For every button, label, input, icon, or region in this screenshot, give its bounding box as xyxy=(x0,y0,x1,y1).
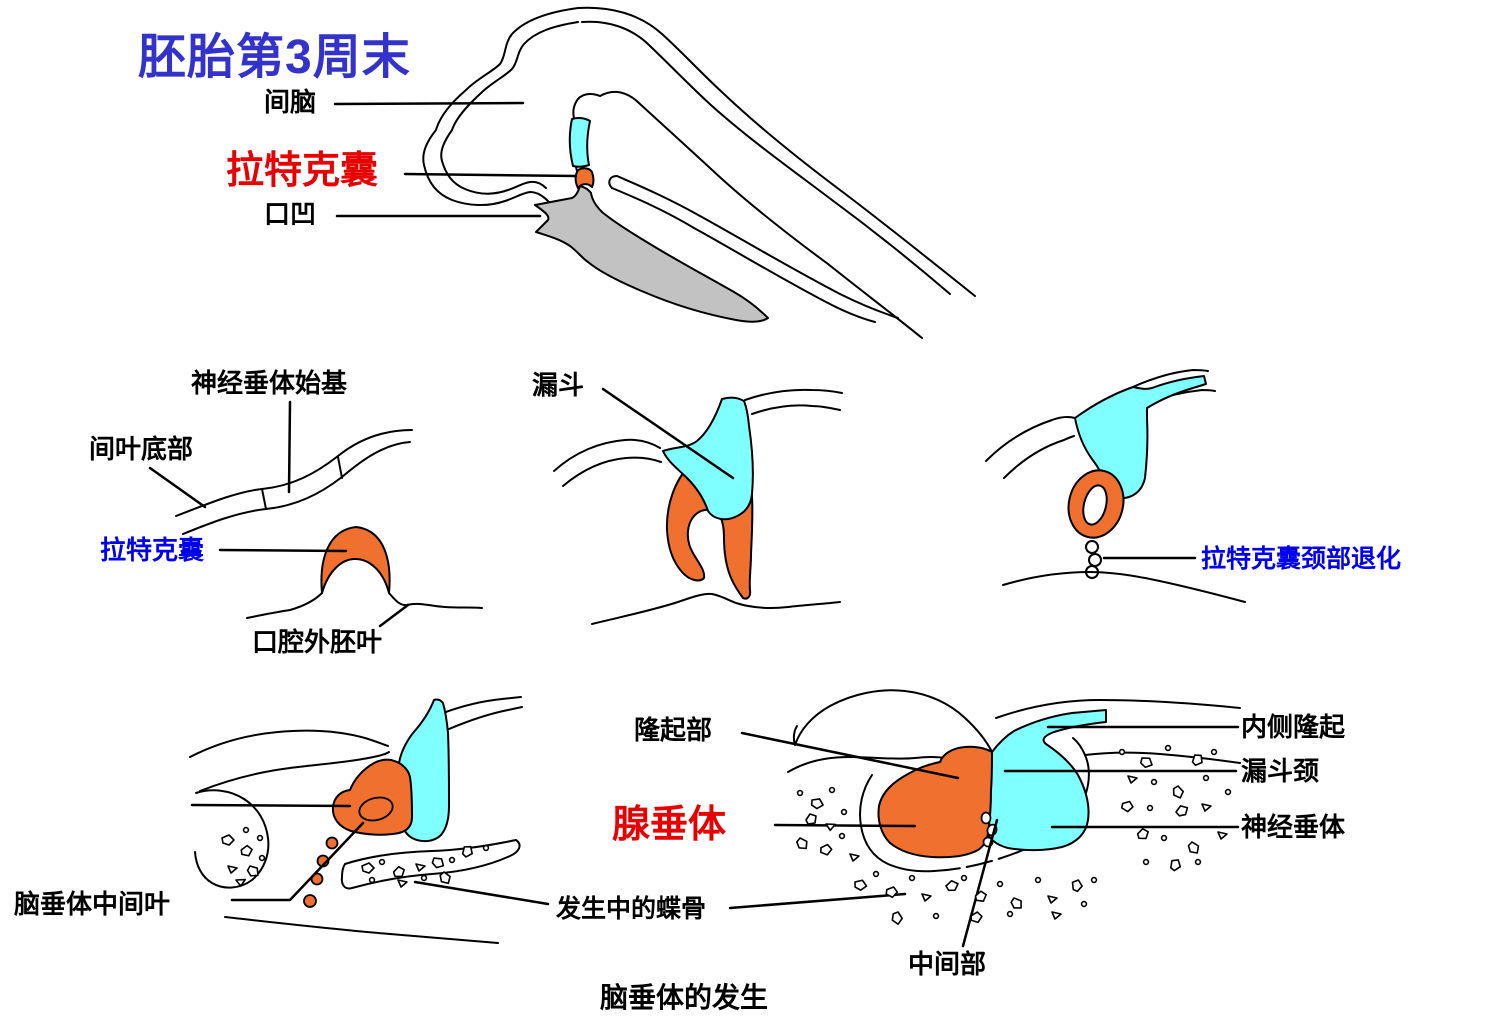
band-tick-2 xyxy=(337,456,343,479)
label-stomodeum: 口凹 xyxy=(264,199,317,229)
brain-wall-diagonal xyxy=(599,90,923,339)
leader-tuberal-part xyxy=(740,731,960,780)
curve-upper-left-2 xyxy=(562,456,662,487)
leader-rathke-pouch xyxy=(403,172,578,178)
figure-intermediate-lobe xyxy=(189,696,550,944)
label-infundibular-stalk: 漏斗颈 xyxy=(1241,756,1320,786)
stomodeum-shape xyxy=(534,185,769,323)
label-neurohypophysis-primordium: 神经垂体始基 xyxy=(191,368,348,398)
label-diencephalon: 间脑 xyxy=(264,87,317,117)
leader-neuro-primordium xyxy=(287,400,292,494)
brain-wall-line xyxy=(572,93,601,122)
label-infundibulum: 漏斗 xyxy=(532,370,585,400)
page-title: 胚胎第3周末 xyxy=(138,31,411,84)
leader-anterior-pointer xyxy=(190,803,352,808)
label-median-eminence: 内侧隆起 xyxy=(1241,712,1346,742)
head-outline-right-outer xyxy=(577,6,976,297)
neural-strip-shape xyxy=(568,116,591,168)
label-rathke-pouch-blue: 拉特克囊 xyxy=(100,535,205,565)
leader-diencephalon xyxy=(333,101,525,106)
stem-line-upper xyxy=(442,696,522,714)
figure6-leader-lines xyxy=(728,725,1240,948)
rathke-pouch-shape xyxy=(574,167,595,189)
infundibulum-shape xyxy=(662,396,754,521)
diagram-caption: 脑垂体的发生 xyxy=(600,982,769,1013)
label-neurohypophysis: 神经垂体 xyxy=(1241,812,1346,842)
oral-mound-right xyxy=(388,592,483,609)
skin-band-upper xyxy=(189,729,389,758)
foregut-band-lower xyxy=(611,187,876,323)
rathke-ring-hole xyxy=(1082,484,1108,526)
bone-debris-fig6-right xyxy=(1118,744,1232,873)
neuro-band-upper xyxy=(175,429,413,517)
regressing-neck-bead-2 xyxy=(1088,553,1102,567)
intermediate-lobe-inner-outline xyxy=(358,796,394,822)
figure4-baseline xyxy=(1002,571,1246,603)
figure5-baseline xyxy=(224,916,499,944)
curve4-upper-left-2 xyxy=(1003,435,1075,479)
figure2-leader-lines xyxy=(148,400,410,628)
label-rathke-pouch-red: 拉特克囊 xyxy=(226,150,379,192)
leader-mesenchyme xyxy=(148,466,207,509)
figure-definitive-pituitary xyxy=(728,689,1241,948)
rathke-dome-shape xyxy=(320,526,391,594)
skin-band-lower xyxy=(199,751,390,792)
leader-oral-ectoderm xyxy=(378,603,410,628)
leader-sphenoid-left xyxy=(413,880,550,906)
band-tick-1 xyxy=(261,488,267,510)
figure1-leader-lines xyxy=(333,101,578,218)
label-pituitary-intermediate-lobe: 脑垂体中间叶 xyxy=(14,889,171,919)
curve4-upper-right-1 xyxy=(1132,369,1209,388)
anterior-lobe5-shape xyxy=(331,758,413,836)
label-adenohypophysis: 腺垂体 xyxy=(612,804,727,846)
leader-pars-intermedia xyxy=(961,818,999,948)
curve-upper-left-1 xyxy=(553,438,661,472)
curve-upper-right-1 xyxy=(744,388,843,401)
head-outline-outer xyxy=(422,7,579,206)
curve4-upper-left-1 xyxy=(985,415,1076,462)
head-outline-inner xyxy=(440,21,579,195)
stem-line-lower xyxy=(448,706,523,730)
label-developing-sphenoid: 发生中的蝶骨 xyxy=(556,895,707,923)
leader-adenohypophysis xyxy=(773,823,917,828)
figure3-baseline xyxy=(591,592,841,625)
hump-curve xyxy=(792,689,993,753)
figure-primordium xyxy=(148,400,483,628)
leader-sphenoid-right xyxy=(728,892,907,910)
head-outline-right-inner xyxy=(581,20,951,295)
regressing-neck-bead-1 xyxy=(1085,540,1099,554)
right-bone-outline xyxy=(340,839,521,890)
label-mesenchyme-base: 间叶底部 xyxy=(89,434,194,464)
neuro-band-lower xyxy=(182,441,411,535)
adenohypophysis-shape xyxy=(877,745,993,859)
left-bone-outline xyxy=(194,789,270,889)
capsule-outline xyxy=(859,774,935,873)
bone-debris-left xyxy=(221,826,266,888)
label-tuberal-part: 隆起部 xyxy=(634,715,713,745)
figure5-leader-lines xyxy=(190,803,550,906)
label-neck-regression: 拉特克囊颈部退化 xyxy=(1201,545,1402,573)
band-right-upper xyxy=(995,699,1241,719)
label-oral-ectoderm: 口腔外胚叶 xyxy=(252,627,383,657)
figure-infundibulum xyxy=(553,387,843,625)
leader-intermediate-lobe xyxy=(230,821,365,902)
figure-embryo-week3 xyxy=(333,6,976,339)
leader-rathke-mid xyxy=(218,548,348,553)
label-pars-intermedia: 中间部 xyxy=(908,949,987,979)
foregut-band-cap xyxy=(608,175,618,189)
curve-upper-right-2 xyxy=(751,404,841,415)
migrating-cell-dots xyxy=(303,836,339,908)
base-curve-left xyxy=(787,756,959,773)
leader-infundibulum xyxy=(601,387,735,480)
foregut-band-upper xyxy=(616,175,899,319)
band-right-lower xyxy=(1084,751,1241,764)
figure-neck-regression xyxy=(985,369,1246,603)
oral-mound-left xyxy=(246,592,323,619)
neural-lobe6-shape xyxy=(982,709,1107,852)
